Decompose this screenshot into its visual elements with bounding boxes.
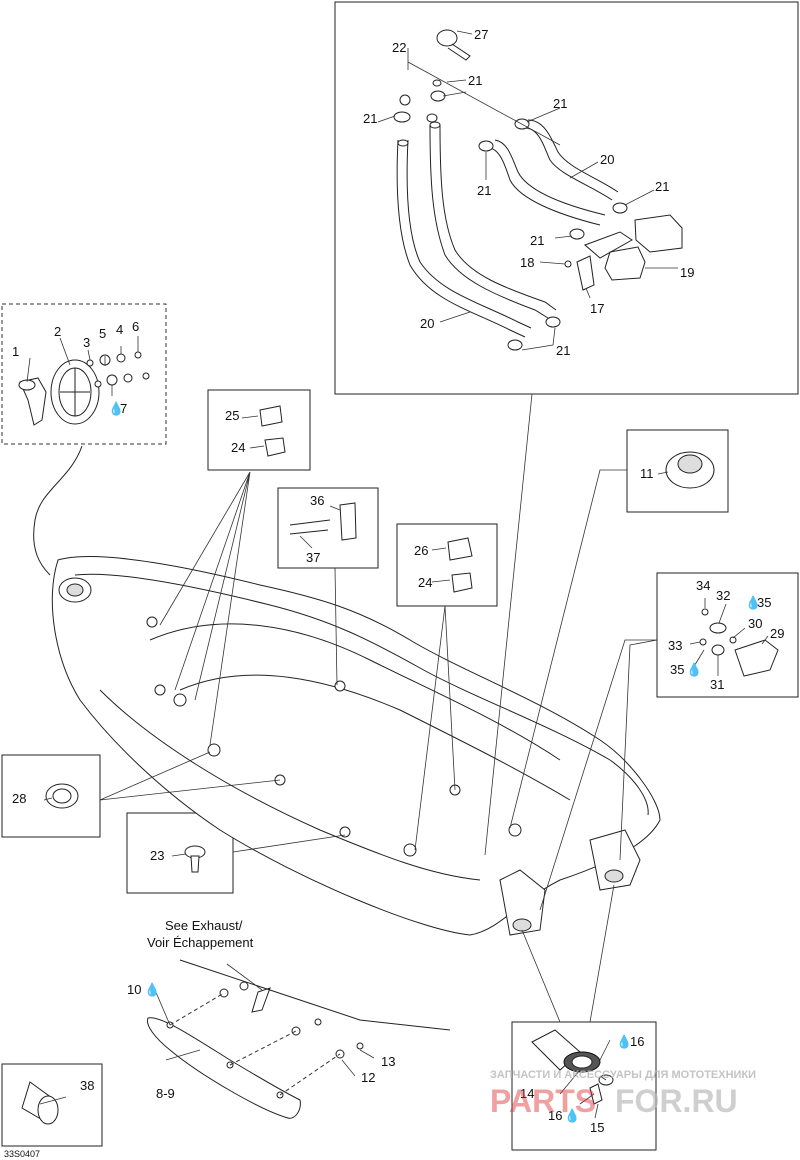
clip-panel-25-24 <box>207 389 311 471</box>
callout-8-9: 8-9 <box>156 1086 175 1101</box>
callout-15: 15 <box>590 1120 604 1135</box>
callout-28: 28 <box>12 791 26 806</box>
callout-36: 36 <box>310 493 324 508</box>
lubricant-drop-7: 💧 <box>108 401 124 416</box>
callout-21: 21 <box>530 233 544 248</box>
watermark-tagline: ЗАПЧАСТИ И АКСЕССУАРЫ ДЛЯ МОТОТЕХНИКИ <box>490 1069 756 1081</box>
watermark-brand-right: FOR.RU <box>615 1083 738 1119</box>
strap-panel-36-37 <box>277 487 379 569</box>
callout-11: 11 <box>640 466 654 481</box>
lubricant-drop-10: 💧 <box>144 982 160 997</box>
callout-21: 21 <box>655 179 669 194</box>
callout-16: 16 <box>630 1034 644 1049</box>
callout-2: 2 <box>54 324 61 339</box>
tube-panel-38 <box>1 1063 103 1147</box>
lubricant-drop-35a: 💧 <box>745 595 761 610</box>
callout-5: 5 <box>99 326 106 341</box>
callout-34: 34 <box>696 578 710 593</box>
hull-body <box>51 556 661 936</box>
lubricant-drop-16a: 💧 <box>616 1034 632 1049</box>
leader-lines <box>26 30 769 1119</box>
cover-2 <box>50 359 100 425</box>
callout-21: 21 <box>468 73 482 88</box>
callout-12: 12 <box>361 1070 375 1085</box>
vent-panel-11 <box>626 429 729 513</box>
callout-22: 22 <box>392 40 406 55</box>
callout-29: 29 <box>770 626 784 641</box>
lubricant-drop-35b: 💧 <box>686 662 702 677</box>
callout-21: 21 <box>553 96 567 111</box>
callout-4: 4 <box>116 322 123 337</box>
callout-35: 35 <box>670 662 684 677</box>
callout-33: 33 <box>668 638 682 653</box>
watermark: ЗАПЧАСТИ И АКСЕССУАРЫ ДЛЯ МОТОТЕХНИКИ PA… <box>490 1069 756 1119</box>
voir-echappement-note: Voir Échappement <box>147 935 254 950</box>
callout-38: 38 <box>80 1078 94 1093</box>
callout-21: 21 <box>556 343 570 358</box>
callout-24: 24 <box>418 575 432 590</box>
callout-37: 37 <box>306 550 320 565</box>
callout-labels: 27 22 21 21 21 20 21 21 21 18 19 17 20 2… <box>4 27 784 1159</box>
callout-6: 6 <box>132 319 139 334</box>
clamp-panel-28 <box>1 754 101 838</box>
callout-32: 32 <box>716 588 730 603</box>
callout-10: 10 <box>127 982 141 997</box>
callout-25: 25 <box>225 408 239 423</box>
callout-17: 17 <box>590 301 604 316</box>
callout-20: 20 <box>420 316 434 331</box>
callout-27: 27 <box>474 27 488 42</box>
lubricant-drop-16b: 💧 <box>564 1108 580 1123</box>
hose-20-upper <box>489 119 619 226</box>
callout-13: 13 <box>381 1054 395 1069</box>
valve-19 <box>584 214 683 281</box>
hose-kit-panel <box>334 1 799 395</box>
callout-31: 31 <box>710 677 724 692</box>
callout-21: 21 <box>363 111 377 126</box>
thru-hull-panel-14-16 <box>511 1021 657 1151</box>
ride-plate-8-9 <box>146 959 451 1119</box>
hose-clamps-21 <box>478 118 628 351</box>
callout-18: 18 <box>520 255 534 270</box>
callout-3: 3 <box>83 335 90 350</box>
callout-19: 19 <box>680 265 694 280</box>
bracket-17 <box>564 255 595 291</box>
callout-21: 21 <box>477 183 491 198</box>
callout-20: 20 <box>600 152 614 167</box>
callout-35: 35 <box>757 595 771 610</box>
callout-7: 7 <box>120 401 127 416</box>
callout-1: 1 <box>12 344 19 359</box>
clip-panel-26-24 <box>396 523 498 607</box>
callout-23: 23 <box>150 848 164 863</box>
handle-panel-29-35 <box>656 572 799 698</box>
drawing-code: 33S0407 <box>4 1149 40 1159</box>
fittings-top <box>393 79 446 123</box>
callout-24: 24 <box>231 440 245 455</box>
watermark-brand-left: PARTS <box>490 1083 596 1119</box>
see-exhaust-note: See Exhaust/ <box>165 918 243 933</box>
callout-16: 16 <box>548 1108 562 1123</box>
callout-30: 30 <box>748 616 762 631</box>
callout-14: 14 <box>520 1086 534 1101</box>
callout-26: 26 <box>414 543 428 558</box>
washers-3-6 <box>86 351 150 388</box>
plug-1 <box>18 377 47 426</box>
clamp-27 <box>436 29 471 61</box>
drain-plug-panel <box>1 303 167 576</box>
hose-20-lower <box>396 121 557 338</box>
